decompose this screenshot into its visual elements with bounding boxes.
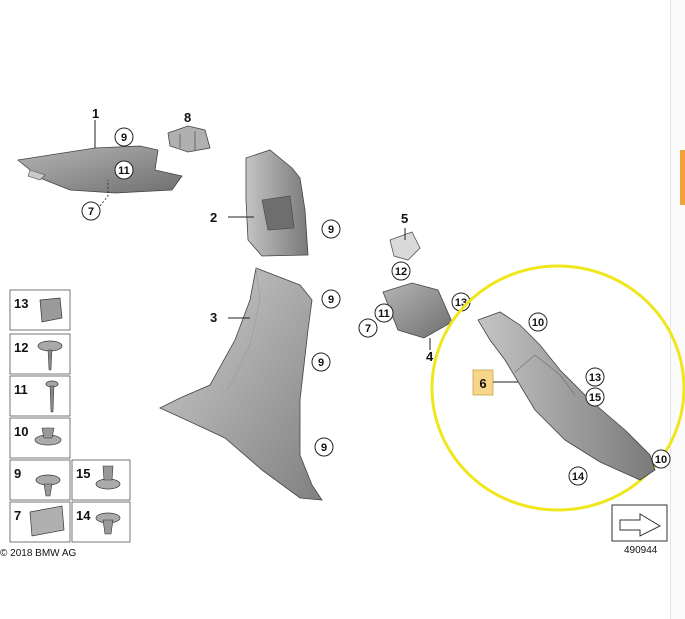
svg-text:11: 11 bbox=[378, 308, 390, 320]
part-6-c-pillar-trim[interactable] bbox=[477, 311, 656, 481]
legend-label-14: 14 bbox=[76, 508, 91, 523]
svg-text:13: 13 bbox=[589, 372, 601, 384]
part-4-trim-piece[interactable] bbox=[382, 282, 453, 339]
svg-text:9: 9 bbox=[121, 132, 127, 144]
part-label-4: 4 bbox=[426, 349, 434, 364]
svg-text:10: 10 bbox=[532, 317, 544, 329]
svg-text:9: 9 bbox=[318, 357, 324, 369]
callout-10-b: 10 bbox=[651, 449, 671, 469]
svg-text:9: 9 bbox=[328, 224, 334, 236]
part-label-5: 5 bbox=[401, 211, 408, 226]
callout-9-b: 9 bbox=[321, 219, 341, 239]
callout-9-d: 9 bbox=[311, 352, 331, 372]
svg-text:7: 7 bbox=[88, 206, 94, 218]
screw-12-icon bbox=[37, 340, 63, 352]
svg-text:12: 12 bbox=[395, 266, 407, 278]
diagram-number: 490944 bbox=[624, 545, 658, 556]
clip-13-icon bbox=[39, 297, 63, 323]
legend-label-10: 10 bbox=[14, 424, 28, 439]
callout-15: 15 bbox=[585, 387, 605, 407]
diagram-id-box bbox=[611, 504, 668, 542]
callout-13-b: 13 bbox=[585, 367, 605, 387]
legend-label-15: 15 bbox=[76, 466, 90, 481]
part-1-trim[interactable] bbox=[17, 120, 183, 194]
part-label-2: 2 bbox=[210, 210, 217, 225]
callout-11-b: 11 bbox=[374, 303, 394, 323]
scroll-position-marker bbox=[680, 150, 685, 205]
part-label-8: 8 bbox=[184, 110, 191, 125]
legend-label-12: 12 bbox=[14, 340, 28, 355]
svg-text:9: 9 bbox=[328, 294, 334, 306]
part-3-b-pillar-trim[interactable] bbox=[159, 267, 323, 501]
legend-label-11: 11 bbox=[14, 382, 28, 397]
callout-14: 14 bbox=[568, 466, 588, 486]
callout-7-b: 7 bbox=[358, 318, 378, 338]
callout-9-c: 9 bbox=[321, 289, 341, 309]
legend-label-7: 7 bbox=[14, 508, 21, 523]
fastener-legend: 13 12 11 10 9 15 7 14 bbox=[9, 289, 131, 543]
part-8-bracket[interactable] bbox=[167, 125, 211, 153]
clip-15-icon bbox=[95, 478, 121, 490]
part-label-6: 6 bbox=[479, 376, 486, 391]
clip-9-icon bbox=[35, 474, 61, 486]
legend-label-13: 13 bbox=[14, 296, 28, 311]
svg-text:7: 7 bbox=[365, 323, 371, 335]
copyright-text: © 2018 BMW AG bbox=[0, 548, 77, 559]
legend-label-9: 9 bbox=[14, 466, 21, 481]
highlight-circle bbox=[430, 264, 685, 512]
direction-arrow-icon bbox=[619, 513, 662, 537]
svg-text:9: 9 bbox=[321, 442, 327, 454]
callout-10-a: 10 bbox=[528, 312, 548, 332]
callout-11-a: 11 bbox=[114, 160, 134, 180]
svg-text:10: 10 bbox=[655, 454, 667, 466]
callout-9-a: 9 bbox=[114, 127, 134, 147]
callout-12: 12 bbox=[391, 261, 411, 281]
part-label-3: 3 bbox=[210, 310, 217, 325]
part-2-pillar-cover[interactable] bbox=[245, 149, 309, 257]
svg-text:15: 15 bbox=[589, 392, 601, 404]
svg-text:11: 11 bbox=[118, 165, 130, 177]
part-5-clip-cover[interactable] bbox=[389, 231, 421, 261]
part-label-1: 1 bbox=[92, 106, 99, 121]
callout-9-e: 9 bbox=[314, 437, 334, 457]
svg-text:14: 14 bbox=[572, 471, 585, 483]
callout-7-a: 7 bbox=[81, 201, 101, 221]
plug-7-icon bbox=[29, 505, 65, 537]
